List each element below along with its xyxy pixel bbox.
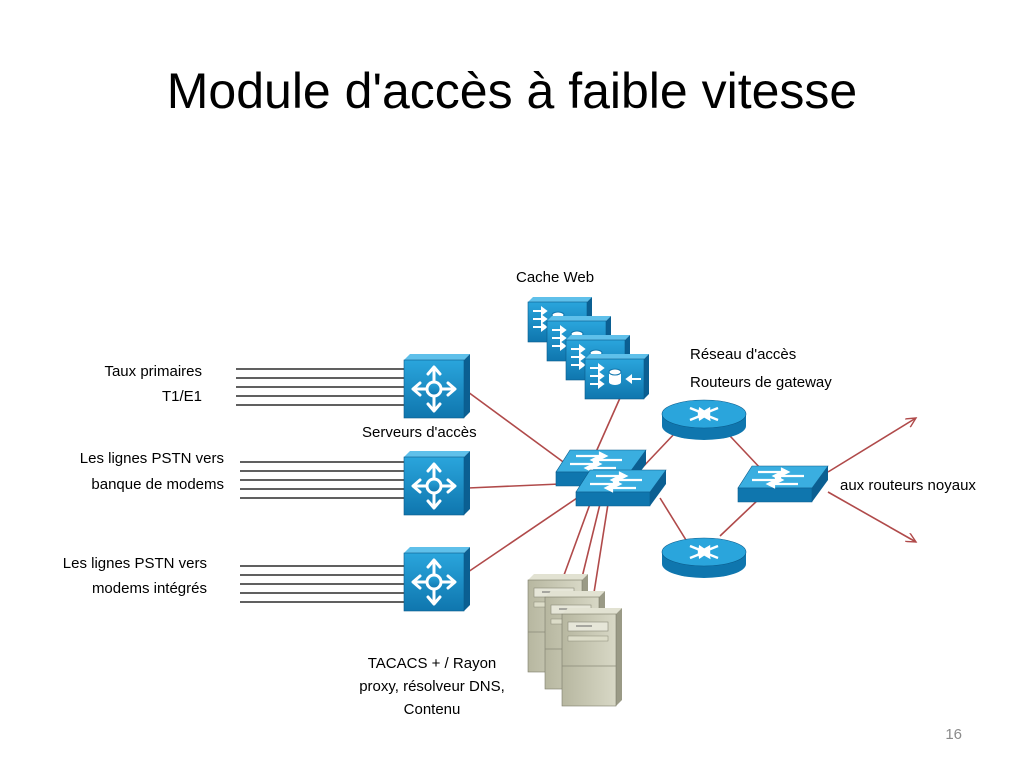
multilayer-switch-icon xyxy=(574,468,668,508)
label-pstn-integres-line1: Les lignes PSTN vers xyxy=(62,555,207,572)
label-taux-primaires: Taux primaires xyxy=(104,363,202,380)
label-servers-line1: TACACS + / Rayon xyxy=(367,655,497,672)
label-pstn-integres-line2: modems intégrés xyxy=(91,580,207,597)
label-reseau-acces: Réseau d'accès xyxy=(690,346,797,363)
label-routeurs-noyaux: aux routeurs noyaux xyxy=(840,477,976,494)
label-cache-web: Cache Web xyxy=(516,269,595,286)
router-icon xyxy=(660,398,748,442)
label-servers-line3: Contenu xyxy=(403,701,461,718)
label-serveurs-acces: Serveurs d'accès xyxy=(362,424,477,441)
page-number: 16 xyxy=(945,726,962,743)
server-stack xyxy=(527,573,623,707)
web-cache-stack xyxy=(527,296,650,400)
label-t1e1: T1/E1 xyxy=(161,388,202,405)
label-routeurs-gateway: Routeurs de gateway xyxy=(690,374,832,391)
t1e1-lines xyxy=(236,368,404,406)
router-icon xyxy=(660,536,748,580)
access-server-icon xyxy=(402,545,472,613)
content-cache-icon xyxy=(584,353,650,400)
server-tower-icon xyxy=(561,607,623,707)
label-pstn-banque-line2: banque de modems xyxy=(91,476,224,493)
access-server-icon xyxy=(402,352,472,420)
pstn-modem-bank-lines xyxy=(240,461,404,499)
label-servers-line2: proxy, résolveur DNS, xyxy=(359,678,505,695)
multilayer-switch-icon xyxy=(736,464,830,504)
pstn-integrated-modem-lines xyxy=(240,565,404,603)
access-server-icon xyxy=(402,449,472,517)
slide-title: Module d'accès à faible vitesse xyxy=(166,63,858,119)
label-pstn-banque-line1: Les lignes PSTN vers xyxy=(79,450,224,467)
